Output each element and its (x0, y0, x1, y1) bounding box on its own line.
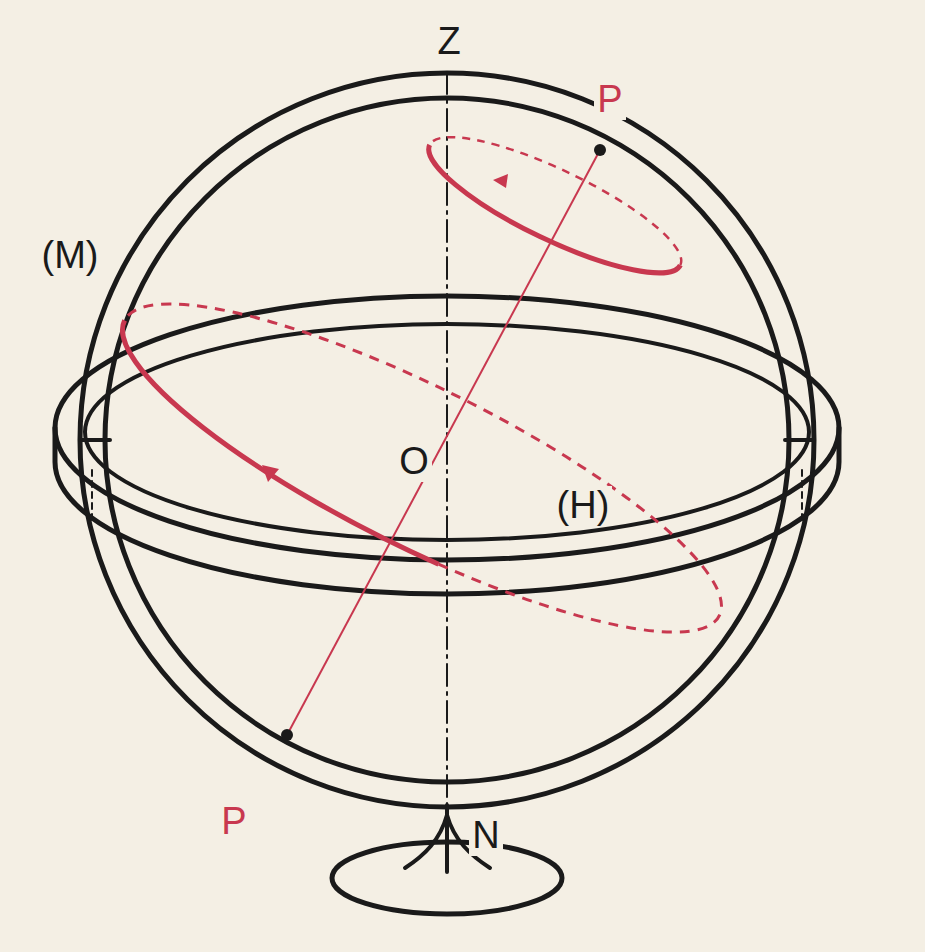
polar-circle-hidden (430, 113, 696, 265)
nadir-label: N (469, 816, 502, 856)
diurnal-circle (89, 320, 474, 565)
pole-label: P (218, 802, 249, 842)
meridian-label: (M) (39, 236, 102, 276)
motion-arrow (262, 465, 279, 482)
celestial-motion (89, 113, 755, 735)
pole-dot (281, 729, 293, 741)
stand-base (332, 842, 562, 914)
polar-axis (287, 150, 600, 735)
horizon-label: (H) (554, 486, 613, 526)
zenith-label: Z (434, 22, 463, 62)
motion-arrow (493, 174, 508, 188)
meridian-ring-outer (80, 73, 814, 807)
pole-dots (281, 144, 606, 741)
pole-dot (594, 144, 606, 156)
centre-label: O (396, 442, 432, 482)
pole-label: P (594, 80, 625, 120)
diurnal-circle-hidden (90, 249, 755, 686)
polar-circle (415, 145, 681, 297)
sphere-frame (55, 72, 839, 914)
